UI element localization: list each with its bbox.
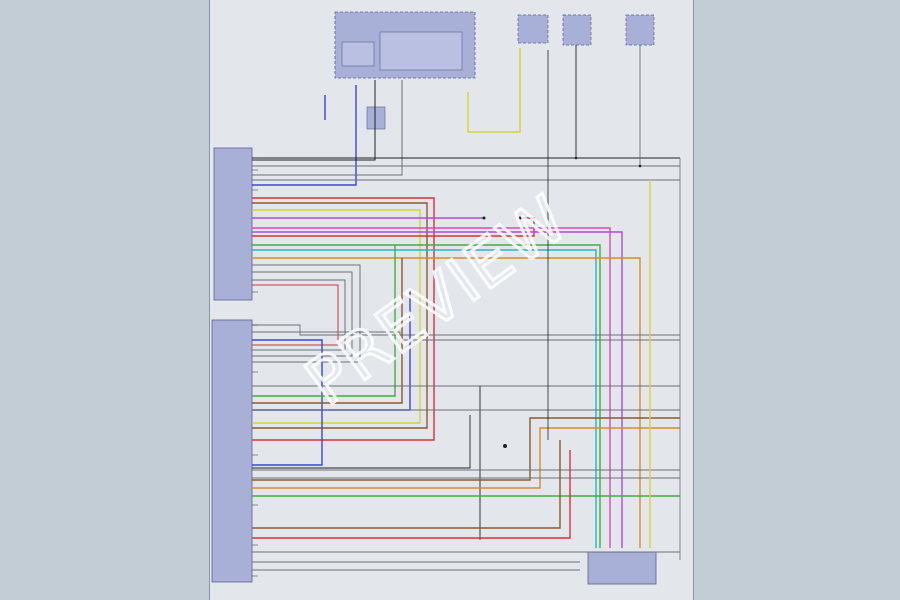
control-module-lower <box>211 319 253 583</box>
wire-brown-2 <box>252 258 403 404</box>
wire-gray-feed <box>252 80 403 176</box>
wire-purple-2 <box>252 231 623 548</box>
control-module-upper <box>213 147 253 301</box>
wire-orange-1 <box>252 257 641 548</box>
wire-gray-lower-2 <box>252 331 680 341</box>
connector-box-1 <box>517 14 549 44</box>
junction-box-small <box>366 106 386 130</box>
wire-brown-4 <box>252 440 561 529</box>
module-boxes <box>211 11 657 585</box>
wires <box>252 45 681 571</box>
wire-orange-2 <box>252 427 680 489</box>
wire-gray-2 <box>252 264 361 363</box>
wire-brown-1 <box>252 202 428 429</box>
module-pins <box>252 159 258 577</box>
wire-gray-lower-1 <box>252 324 680 336</box>
wire-yellow-loop <box>467 48 521 133</box>
relay-inner-box <box>379 31 463 71</box>
wire-gray-3 <box>252 271 353 357</box>
wire-cyan-1 <box>252 249 597 548</box>
wiring-diagram-sheet <box>209 0 694 600</box>
wire-pink-1 <box>252 227 611 548</box>
wire-gray-4 <box>252 279 346 351</box>
splices <box>482 156 642 448</box>
wire-red-2 <box>252 217 535 237</box>
connector-box-2 <box>562 14 592 46</box>
wire-green-1 <box>252 244 601 548</box>
wire-yellow-1 <box>252 209 421 424</box>
connector-module-bottom <box>587 551 657 585</box>
wire-brown-3 <box>252 417 680 481</box>
wire-black-feed <box>252 80 376 161</box>
wire-black-3 <box>252 415 471 469</box>
wire-red-3 <box>252 284 339 346</box>
connector-box-3 <box>625 14 655 46</box>
wire-blue-feed <box>252 85 357 186</box>
wire-red-1 <box>252 197 435 441</box>
fuse-left-box <box>341 41 375 67</box>
wire-green-2 <box>252 245 396 397</box>
wire-red-4 <box>252 450 571 539</box>
